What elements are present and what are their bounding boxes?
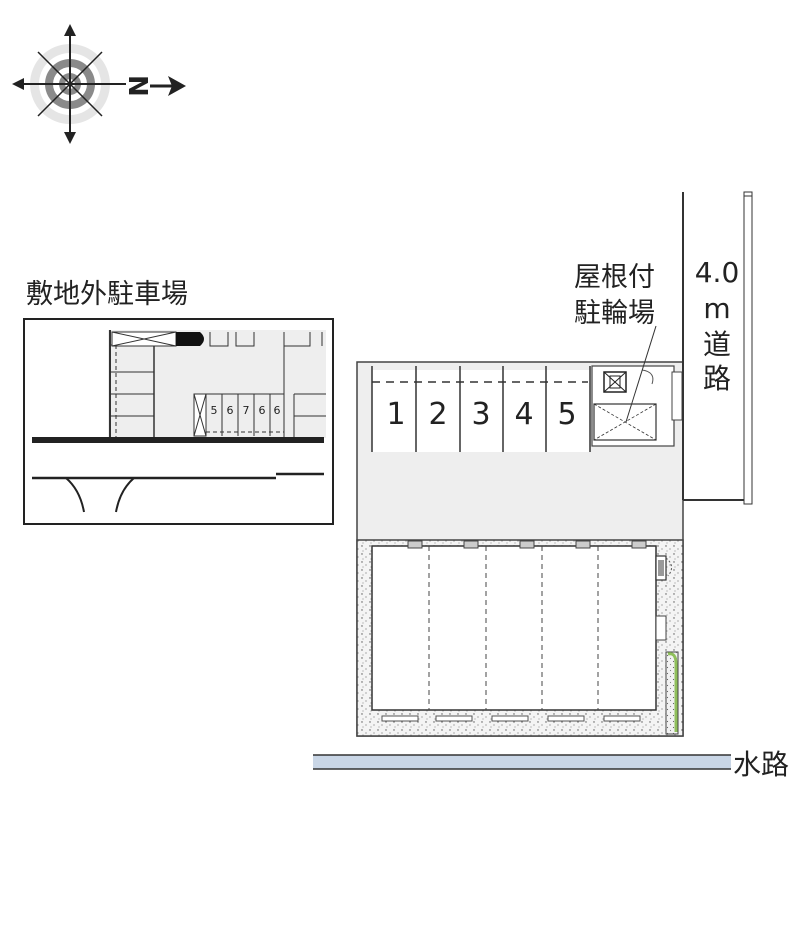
parking-space-number: 2	[428, 397, 447, 432]
road-width: 4.0	[695, 256, 740, 289]
offsite-space-number: 7	[243, 404, 250, 417]
road	[682, 191, 753, 505]
parking-space-number: 5	[557, 397, 576, 432]
waterway-label: 水路	[733, 748, 789, 781]
parking-area	[371, 366, 591, 452]
compass-rose-icon	[12, 24, 126, 144]
offsite-parking-map: 5 6 7 6 6	[23, 318, 334, 525]
bicycle-parking-label-2: 駐輪場	[574, 298, 655, 329]
parking-space-number: 1	[386, 397, 405, 432]
offsite-parking-title: 敷地外駐車場	[26, 279, 188, 310]
waterway	[313, 754, 731, 770]
offsite-space-number: 6	[274, 404, 281, 417]
parking-space-number: 3	[471, 397, 490, 432]
offsite-space-number: 6	[227, 404, 234, 417]
compass-north-label: N	[122, 75, 152, 97]
offsite-space-number: 5	[211, 404, 218, 417]
bicycle-parking	[591, 325, 683, 447]
north-arrow-icon	[150, 76, 186, 96]
parking-space-number: 4	[514, 397, 533, 432]
road-label-2: 路	[703, 362, 731, 395]
road-label-1: 道	[703, 328, 731, 361]
bicycle-parking-label-1: 屋根付	[574, 262, 655, 293]
building	[356, 539, 684, 737]
offsite-space-number: 6	[259, 404, 266, 417]
road-width-unit: m	[703, 292, 730, 325]
